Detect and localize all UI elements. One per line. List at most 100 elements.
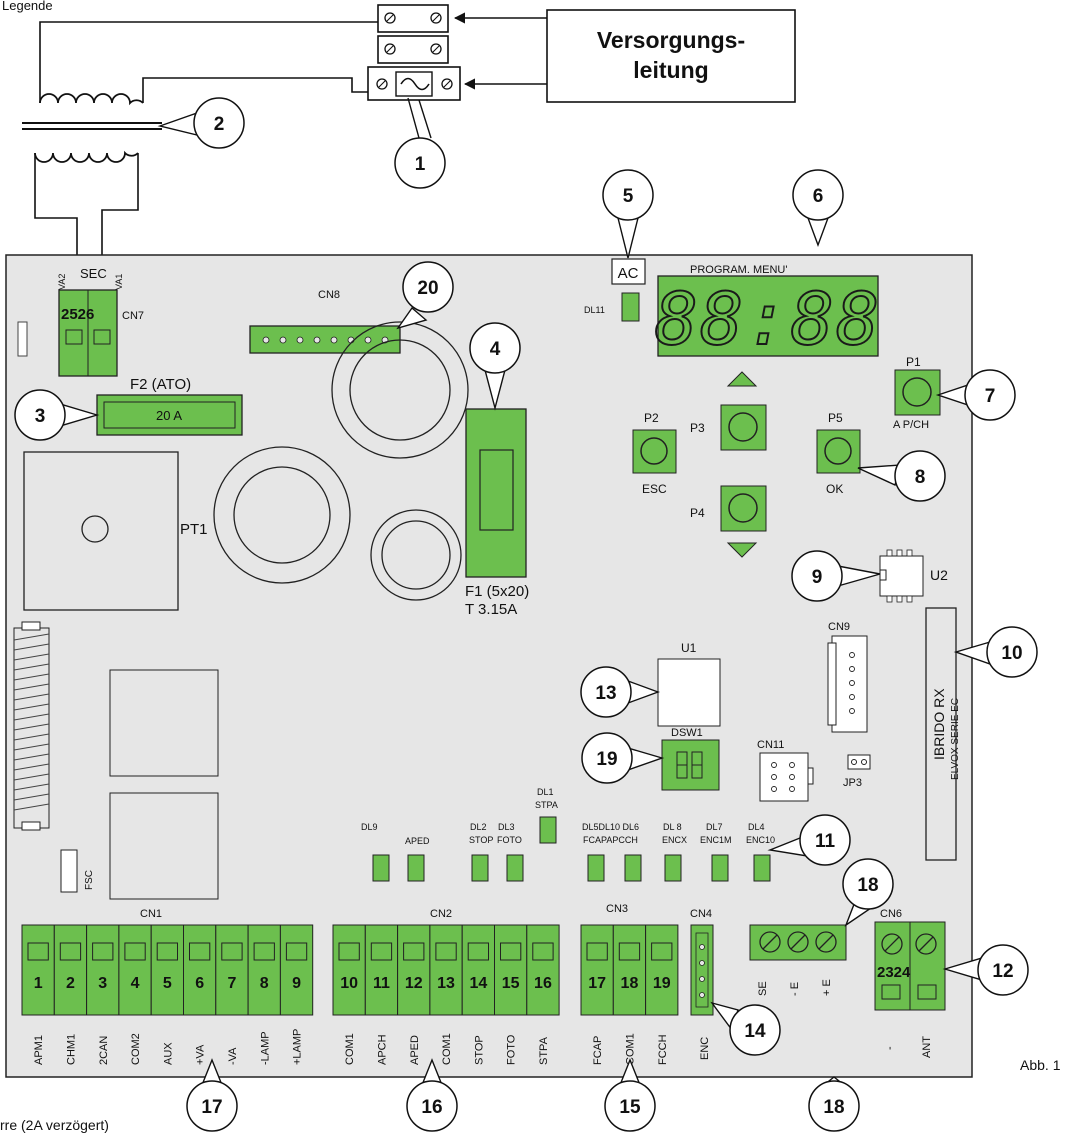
callout-20: [402, 261, 454, 313]
cn4-enc-label: ENC: [699, 1037, 711, 1060]
callout-markers: 1 2 3 4 5 6 7 8 9 10: [14, 97, 1038, 1132]
svg-text:12: 12: [992, 961, 1013, 982]
terminal-label: FOTO: [506, 1034, 518, 1065]
svg-text:2: 2: [214, 114, 225, 135]
callout-8: [894, 450, 946, 502]
led-aped: APED: [405, 836, 430, 882]
u2-label: U2: [930, 567, 948, 583]
cn4-connector: ENC: [690, 924, 714, 1060]
transformer-secondary-coil: [34, 150, 139, 163]
ac-label: AC: [618, 265, 639, 282]
terminal-number: 9: [292, 975, 301, 992]
terminal-label: STPA: [538, 1036, 550, 1065]
cn3-label: CN3: [606, 903, 628, 915]
cn1-label: CN1: [140, 908, 162, 920]
coil-inductor: [13, 621, 50, 831]
callout-19: [581, 732, 633, 784]
f2-label: F2 (ATO): [130, 376, 191, 393]
svg-text:11: 11: [815, 831, 836, 852]
terminal-number: 1: [34, 975, 43, 992]
terminal-number: 5: [163, 975, 172, 992]
f1-fuse: F1 (5x20) T 3.15A: [465, 408, 529, 618]
svg-text:DL2: DL2: [470, 822, 487, 832]
terminal-label: +LAMP: [292, 1029, 304, 1065]
callout-2: [193, 97, 245, 149]
svg-text:10: 10: [1001, 643, 1022, 664]
svg-text:ENC1M: ENC1M: [700, 835, 732, 845]
cn2-label: CN2: [430, 908, 452, 920]
ibrido-label: IBRIDO RX: [931, 688, 947, 760]
callout-17: [186, 1080, 238, 1132]
terminal-label: COM1: [344, 1033, 356, 1065]
button-p1[interactable]: P1 A P/CH: [893, 355, 941, 431]
cn7-connector: SEC VA2 VA1 2526 CN7: [17, 266, 144, 377]
button-p5[interactable]: P5 OK: [816, 411, 861, 496]
cn8-label: CN8: [318, 289, 340, 301]
terminal-blocks: 1APM12CHM132CAN4COM25AUX6+VA7-VA8-LAMP9+…: [21, 924, 679, 1065]
u1-chip: U1: [657, 641, 721, 727]
supply-section: Versorgungs- leitung: [22, 4, 796, 290]
p2-label: P2: [644, 411, 659, 425]
button-p3[interactable]: P3: [690, 371, 767, 451]
terminal-label: +VA: [195, 1044, 207, 1065]
relay-2: [109, 792, 219, 900]
apch-label: A P/CH: [893, 419, 929, 431]
terminal-number: 17: [588, 975, 606, 992]
svg-text:9: 9: [812, 567, 823, 588]
svg-text:DL1: DL1: [537, 787, 554, 797]
cn6-ant-label: ANT: [921, 1036, 933, 1058]
callout-14: [729, 1004, 781, 1056]
figure-label: Abb. 1: [1020, 1057, 1061, 1073]
svg-text:APED: APED: [405, 836, 430, 846]
terminal-label: COM2: [130, 1033, 142, 1065]
relay-1: [109, 669, 219, 777]
svg-text:17: 17: [201, 1097, 222, 1118]
legend-label: Legende: [2, 0, 53, 13]
svg-text:18: 18: [857, 875, 878, 896]
svg-text:DL7: DL7: [706, 822, 723, 832]
seven-segment-display: PROGRAM. MENU' 88:88: [654, 264, 881, 362]
toroid-coils: [213, 321, 469, 601]
svg-text:FCAPAPCCH: FCAPAPCCH: [583, 835, 638, 845]
callout-13: [580, 666, 632, 718]
svg-text:DL5DL10 DL6: DL5DL10 DL6: [582, 822, 639, 832]
down-arrow-icon: [726, 542, 758, 558]
transformer-primary-coil: [39, 93, 144, 106]
callout-6: [792, 169, 844, 221]
terminal-label: COM1: [441, 1033, 453, 1065]
terminal-label: AUX: [162, 1042, 174, 1065]
dl11-label: DL11: [584, 305, 605, 315]
cn6-pins: 2324: [877, 964, 911, 981]
p3-label: P3: [690, 421, 705, 435]
terminal-number: 18: [621, 975, 639, 992]
terminal-number: 19: [653, 975, 671, 992]
button-p2[interactable]: P2 ESC: [632, 411, 677, 496]
supply-label-line1: Versorgungs-: [597, 27, 745, 53]
f2-value: 20 A: [156, 408, 182, 423]
svg-text:ENC10: ENC10: [746, 835, 775, 845]
svg-text:3: 3: [35, 406, 46, 427]
cn1-terminal-9: 9 +LAMP: [279, 924, 314, 1065]
button-p4[interactable]: P4: [690, 485, 767, 558]
pt1-component: PT1: [23, 451, 208, 611]
callout-10: [986, 626, 1038, 678]
u2-chip: U2: [879, 549, 948, 603]
dsw1-label: DSW1: [671, 727, 703, 739]
callout-18-bottom: [808, 1080, 860, 1132]
svg-text:6: 6: [813, 186, 824, 207]
p1-label: P1: [906, 355, 921, 369]
cn11-label: CN11: [757, 739, 784, 751]
cn11-connector: CN11: [757, 739, 814, 802]
screw-label-plus-e: + E: [821, 979, 833, 996]
